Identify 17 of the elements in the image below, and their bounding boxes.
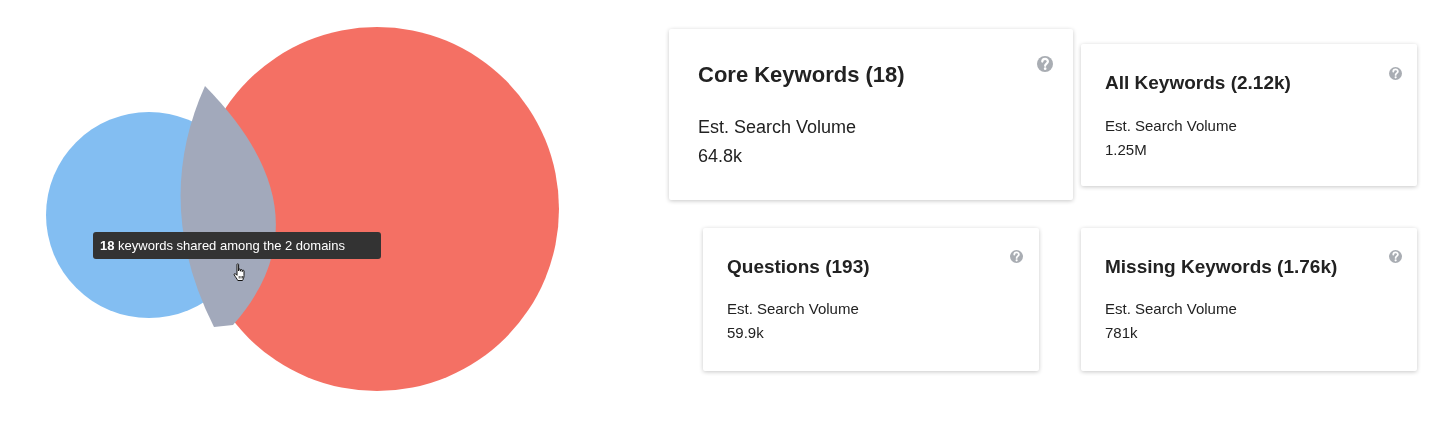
card-title: Missing Keywords (1.76k)	[1105, 256, 1338, 279]
metric-value: 59.9k	[727, 324, 764, 342]
metric-label: Est. Search Volume	[1105, 117, 1237, 135]
metric-value: 1.25M	[1105, 141, 1147, 159]
tooltip: 18 keywords shared among the 2 domains	[93, 232, 381, 259]
card-title: Questions (193)	[727, 256, 870, 279]
metric-card	[703, 228, 1039, 371]
metric-card	[1081, 44, 1417, 186]
card-title: Core Keywords (18)	[698, 62, 905, 89]
metric-label: Est. Search Volume	[1105, 300, 1237, 318]
metric-label: Est. Search Volume	[727, 300, 859, 318]
metric-card	[669, 29, 1073, 200]
metric-value: 64.8k	[698, 146, 743, 168]
metric-value: 781k	[1105, 324, 1138, 342]
metric-card	[1081, 228, 1417, 371]
metric-label: Est. Search Volume	[698, 117, 857, 139]
card-title: All Keywords (2.12k)	[1105, 72, 1291, 95]
